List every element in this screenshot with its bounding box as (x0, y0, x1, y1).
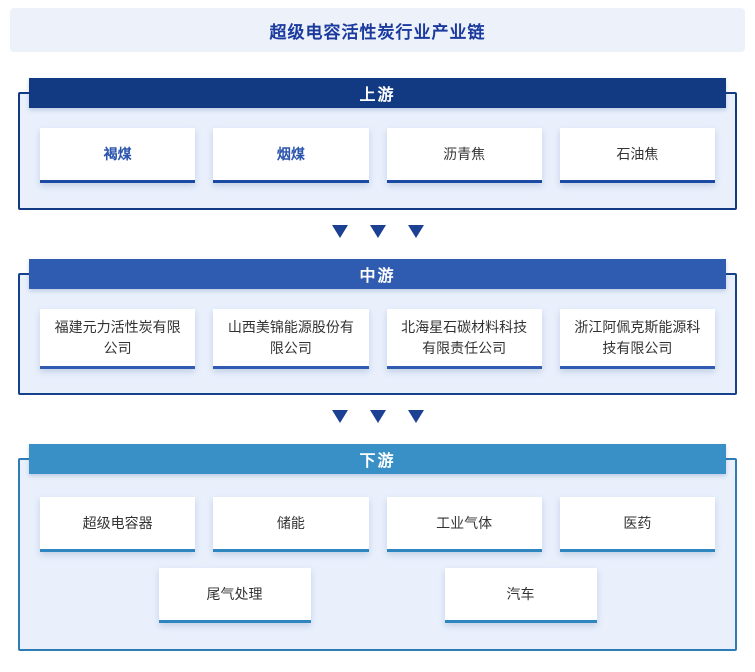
card-zhejiang-apex: 浙江阿佩克斯能源科技有限公司 (559, 309, 715, 369)
tier-midstream-box: 福建元力活性炭有限公司 山西美锦能源股份有限公司 北海星石碳材料科技有限责任公司… (18, 273, 737, 395)
page-title-bar: 超级电容活性炭行业产业链 (10, 8, 745, 52)
flow-arrows-midstream-to-downstream (0, 410, 755, 423)
tier-downstream-label: 下游 (359, 453, 396, 470)
card-energy-storage: 储能 (213, 497, 369, 552)
downstream-cards-row-1: 超级电容器 储能 工业气体 医药 (40, 497, 715, 552)
tier-upstream-header: 上游 (29, 78, 726, 108)
card-pharma: 医药 (559, 497, 715, 552)
tier-midstream: 中游 福建元力活性炭有限公司 山西美锦能源股份有限公司 北海星石碳材料科技有限责… (18, 259, 737, 395)
card-fujian-yuanli: 福建元力活性炭有限公司 (40, 309, 196, 369)
tier-upstream: 上游 褐煤 烟煤 沥青焦 石油焦 (18, 78, 737, 210)
down-arrow-icon (331, 410, 348, 423)
card-lignite[interactable]: 褐煤 (40, 128, 196, 183)
card-bituminous-coal[interactable]: 烟煤 (213, 128, 369, 183)
down-arrow-icon (331, 225, 348, 238)
tier-downstream-box: 超级电容器 储能 工业气体 医药 尾气处理 汽车 (18, 458, 737, 651)
tier-midstream-header: 中游 (29, 259, 726, 289)
card-beihai-xingshi: 北海星石碳材料科技有限责任公司 (386, 309, 542, 369)
tier-upstream-label: 上游 (359, 87, 396, 104)
card-exhaust-treatment: 尾气处理 (158, 568, 311, 623)
tier-midstream-label: 中游 (359, 268, 396, 285)
flow-arrows-upstream-to-midstream (0, 225, 755, 238)
card-shanxi-meijin: 山西美锦能源股份有限公司 (213, 309, 369, 369)
down-arrow-icon (407, 225, 424, 238)
down-arrow-icon (407, 410, 424, 423)
card-supercapacitor: 超级电容器 (40, 497, 196, 552)
card-petroleum-coke: 石油焦 (559, 128, 715, 183)
down-arrow-icon (369, 410, 386, 423)
down-arrow-icon (369, 225, 386, 238)
midstream-cards-row: 福建元力活性炭有限公司 山西美锦能源股份有限公司 北海星石碳材料科技有限责任公司… (40, 309, 715, 369)
tier-downstream: 下游 超级电容器 储能 工业气体 医药 尾气处理 汽车 (18, 444, 737, 651)
card-automobile: 汽车 (444, 568, 597, 623)
downstream-cards-row-2: 尾气处理 汽车 (40, 568, 715, 623)
upstream-cards-row: 褐煤 烟煤 沥青焦 石油焦 (40, 128, 715, 183)
tier-downstream-header: 下游 (29, 444, 726, 474)
card-industrial-gas: 工业气体 (386, 497, 542, 552)
page-title: 超级电容活性炭行业产业链 (269, 22, 486, 42)
tier-upstream-box: 褐煤 烟煤 沥青焦 石油焦 (18, 92, 737, 210)
card-pitch-coke: 沥青焦 (386, 128, 542, 183)
